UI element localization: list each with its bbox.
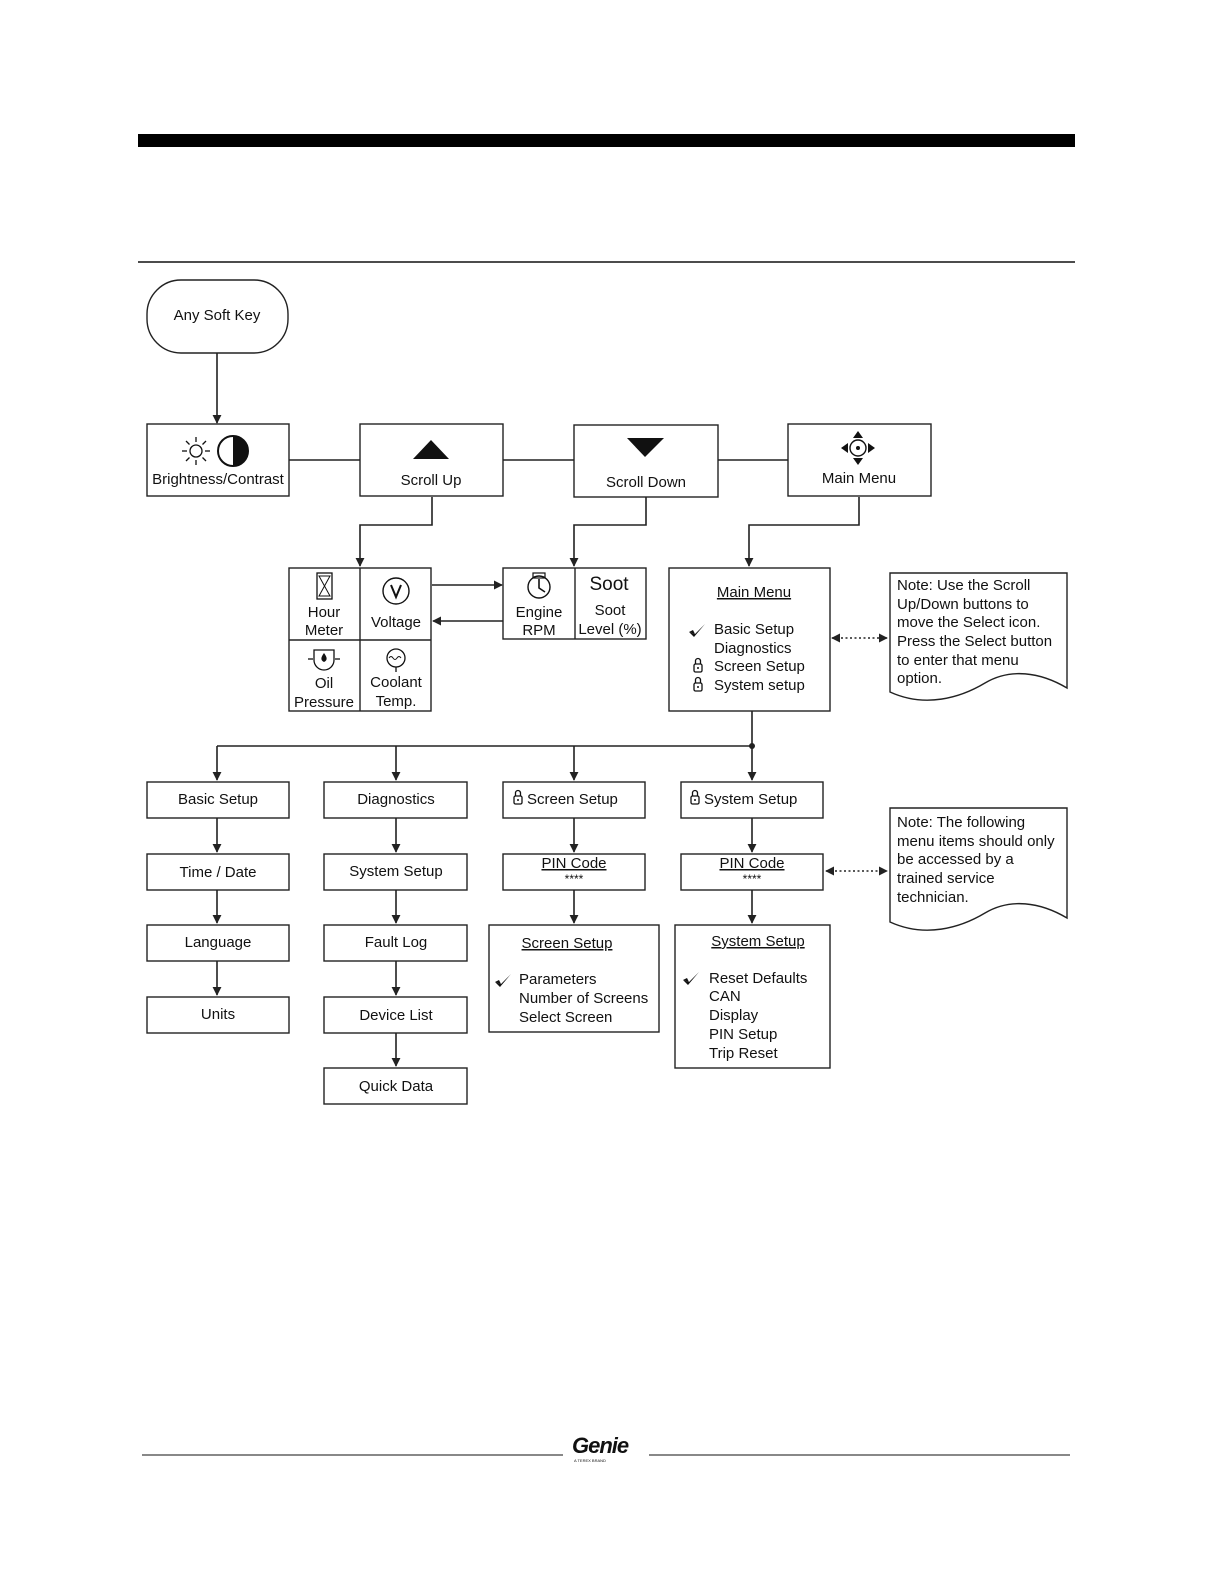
engine-rpm-icon (527, 572, 551, 599)
main-menu-screen: Main Menu Basic Setup Diagnostics Screen… (668, 567, 831, 712)
note2-line-3: be accessed by a (897, 851, 1014, 868)
note1-line-5: to enter that menu (897, 652, 1019, 669)
hour-meter-label-2: Meter (305, 622, 343, 639)
system-setup-header-node: System Setup (704, 791, 797, 808)
connectors (212, 353, 888, 1067)
header-bar (138, 134, 1075, 147)
voltage-icon (382, 577, 410, 605)
language-node: Language (185, 934, 252, 951)
fault-log-node: Fault Log (365, 934, 428, 951)
footer: Genie A TEREX BRAND (142, 1433, 1070, 1463)
note-technician: Note: The following menu items should on… (889, 807, 1068, 931)
hour-meter-icon (316, 572, 333, 600)
coolant-temp-icon (386, 648, 406, 672)
screen-setup-column: Screen Setup PIN Code **** Screen Setup … (488, 781, 660, 1033)
system-setup-node: System Setup (349, 863, 442, 880)
oil-pressure-icon (308, 649, 340, 671)
engine-soot-grid: Engine RPM Soot Soot Level (%) (502, 567, 647, 640)
note1-line-2: Up/Down buttons to (897, 596, 1029, 613)
note2-line-2: menu items should only (897, 833, 1055, 850)
device-list-node: Device List (359, 1007, 433, 1024)
brightness-contrast-label: Brightness/Contrast (152, 471, 285, 488)
system-setup-item-pin-setup: PIN Setup (709, 1026, 777, 1043)
note1-line-6: option. (897, 670, 942, 687)
soot-label-2: Level (%) (578, 621, 641, 638)
scroll-down-label: Scroll Down (606, 474, 686, 491)
note2-line-5: technician. (897, 889, 969, 906)
system-pin-code-title: PIN Code (719, 855, 784, 872)
soot-label-1: Soot (595, 602, 627, 619)
screen-setup-item-select-screen: Select Screen (519, 1009, 612, 1026)
system-setup-screen-title: System Setup (711, 933, 804, 950)
diagnostics-column: Diagnostics System Setup Fault Log Devic… (323, 781, 468, 1105)
quick-data-node: Quick Data (359, 1078, 434, 1095)
main-menu-item-system-setup: System setup (714, 677, 805, 694)
diagnostics-node: Diagnostics (357, 791, 435, 808)
engine-rpm-label-1: Engine (516, 604, 563, 621)
note1-line-3: move the Select icon. (897, 614, 1040, 631)
system-pin-code-value: **** (743, 872, 762, 886)
main-menu-item-basic-setup: Basic Setup (714, 621, 794, 638)
contrast-icon (217, 435, 249, 467)
oil-pressure-label-1: Oil (315, 675, 333, 692)
oil-pressure-label-2: Pressure (294, 694, 354, 711)
screen-setup-item-number-of-screens: Number of Screens (519, 990, 648, 1007)
system-setup-item-display: Display (709, 1007, 759, 1024)
sun-icon (182, 437, 210, 465)
soot-title: Soot (589, 574, 629, 595)
down-triangle-icon (627, 438, 664, 457)
brightness-contrast-button: Brightness/Contrast (146, 423, 290, 497)
voltage-label: Voltage (371, 614, 421, 631)
scroll-down-button: Scroll Down (573, 424, 719, 498)
main-menu-item-screen-setup: Screen Setup (714, 658, 805, 675)
coolant-temp-label-1: Coolant (370, 674, 423, 691)
up-triangle-icon (413, 440, 449, 459)
scroll-up-label: Scroll Up (401, 472, 462, 489)
gauge-grid: Hour Meter Voltage Oil Pressure Coolant … (288, 567, 432, 712)
note-scroll-select: Note: Use the Scroll Up/Down buttons to … (889, 572, 1068, 701)
system-setup-item-can: CAN (709, 988, 741, 1005)
genie-logo-subtitle: A TEREX BRAND (574, 1458, 606, 1463)
note1-line-4: Press the Select button (897, 633, 1052, 650)
any-soft-key-label: Any Soft Key (174, 307, 261, 324)
screen-setup-item-parameters: Parameters (519, 971, 597, 988)
navigation-arrows-icon (841, 431, 875, 465)
basic-setup-column: Basic Setup Time / Date Language Units (146, 781, 290, 1034)
screen-setup-node: Screen Setup (527, 791, 618, 808)
engine-rpm-label-2: RPM (522, 622, 555, 639)
coolant-temp-label-2: Temp. (376, 693, 417, 710)
scroll-up-button: Scroll Up (359, 423, 504, 497)
system-setup-item-reset-defaults: Reset Defaults (709, 970, 807, 987)
note2-line-4: trained service (897, 870, 995, 887)
time-date-node: Time / Date (180, 864, 257, 881)
screen-setup-screen-title: Screen Setup (522, 935, 613, 952)
hour-meter-label-1: Hour (308, 604, 341, 621)
genie-logo: Genie (572, 1433, 629, 1458)
screen-pin-code-title: PIN Code (541, 855, 606, 872)
note1-line-1: Note: Use the Scroll (897, 577, 1030, 594)
units-node: Units (201, 1006, 235, 1023)
note2-line-1: Note: The following (897, 814, 1025, 831)
main-menu-label: Main Menu (822, 470, 896, 487)
main-menu-item-diagnostics: Diagnostics (714, 640, 792, 657)
system-setup-item-trip-reset: Trip Reset (709, 1045, 778, 1062)
main-menu-screen-title: Main Menu (717, 584, 791, 601)
main-menu-button: Main Menu (787, 423, 932, 497)
any-soft-key-node: Any Soft Key (146, 279, 289, 354)
system-setup-column: System Setup PIN Code **** System Setup … (674, 781, 831, 1069)
screen-pin-code-value: **** (565, 872, 584, 886)
basic-setup-node: Basic Setup (178, 791, 258, 808)
